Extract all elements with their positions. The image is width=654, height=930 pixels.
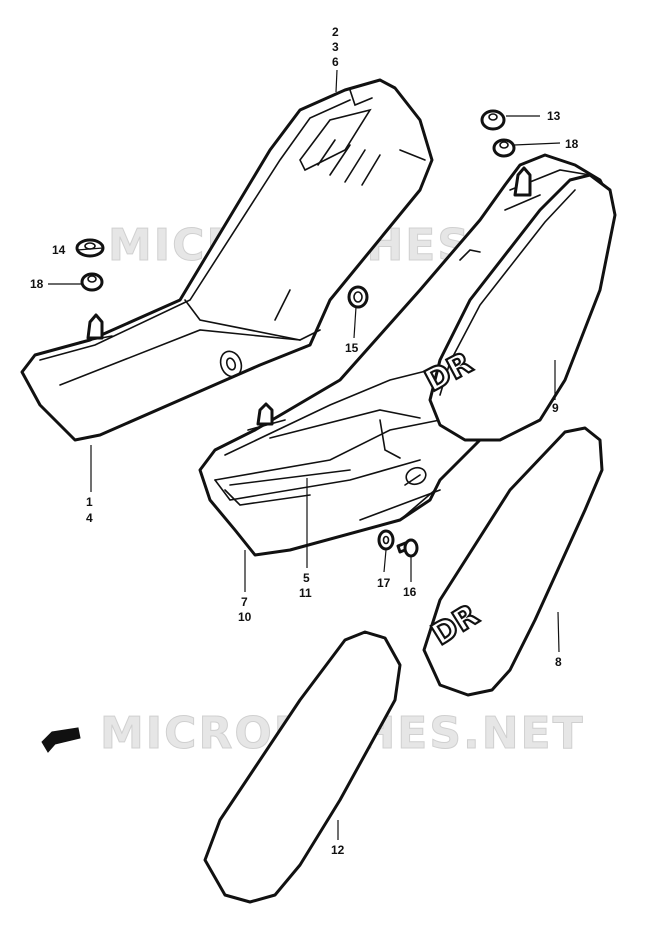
callout-2: 2 <box>332 25 339 39</box>
callout-7-10: 7 10 <box>238 595 252 624</box>
callout-5: 5 <box>303 571 310 585</box>
callout-9: 9 <box>552 401 559 415</box>
callout-14: 14 <box>52 243 66 257</box>
front-arrow-icon <box>41 727 81 753</box>
callout-8: 8 <box>555 655 562 669</box>
callout-10: 10 <box>238 610 252 624</box>
grommet-15 <box>347 285 369 309</box>
callout-1-4: 1 4 <box>86 495 93 525</box>
leader-lines <box>48 69 561 840</box>
washer-17 <box>377 529 395 551</box>
callout-2-3-6: 2 3 6 <box>332 25 339 69</box>
callout-7: 7 <box>241 595 248 609</box>
grommet-13 <box>480 109 506 131</box>
callout-16: 16 <box>403 585 417 599</box>
callout-15: 15 <box>345 341 359 355</box>
collar-18-right <box>492 138 516 158</box>
callout-17: 17 <box>377 576 391 590</box>
screw-16 <box>396 538 419 558</box>
callout-13: 13 <box>547 109 561 123</box>
callout-6: 6 <box>332 55 339 69</box>
collar-18-left <box>80 272 104 292</box>
callout-11: 11 <box>299 586 312 600</box>
callout-18-right: 18 <box>565 137 579 151</box>
decal-panel-12 <box>203 630 402 904</box>
callout-5-11: 5 11 <box>299 571 312 600</box>
callout-12: 12 <box>331 843 345 857</box>
callout-4: 4 <box>86 511 93 525</box>
callout-18-left: 18 <box>30 277 44 291</box>
callout-1: 1 <box>86 495 93 509</box>
callout-3: 3 <box>332 40 339 54</box>
decal-panel-8: DR <box>422 426 604 697</box>
left-frame-cover <box>20 78 434 442</box>
